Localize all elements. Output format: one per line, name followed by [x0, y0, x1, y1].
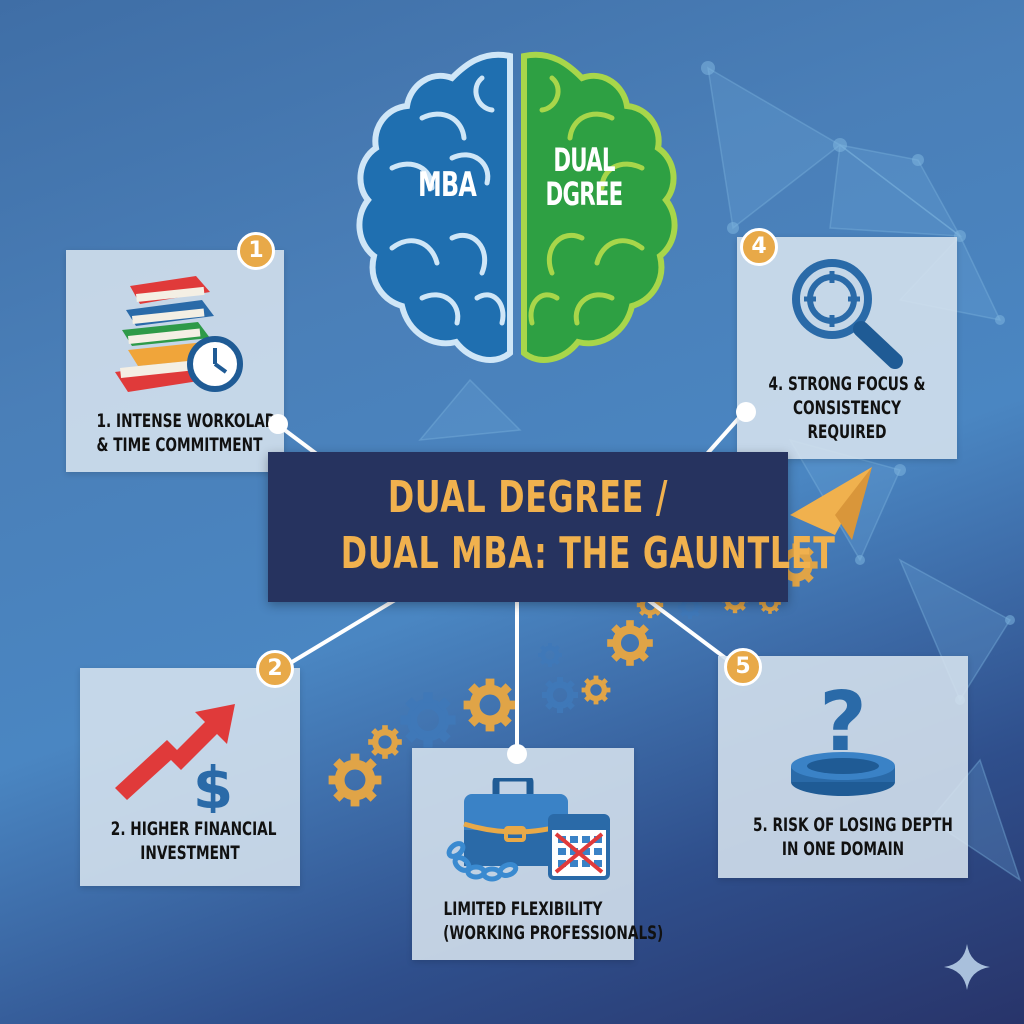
card-depth-risk: ? 5. RISK OF LOSING DEPTH IN ONE DOMAIN — [718, 656, 968, 878]
title-banner: DUAL DEGREE / DUAL MBA: THE GAUNTLET — [268, 452, 836, 602]
card-financial: $ 2. HIGHER FINANCIAL INVESTMENT — [80, 668, 300, 886]
badge-4: 4 — [740, 228, 778, 266]
card-label: 1. INTENSE WORKOLAD & TIME COMMITMENT — [96, 410, 277, 456]
title-line-1: DUAL DEGREE / — [387, 472, 669, 523]
chained-briefcase-calendar-icon — [440, 778, 610, 886]
right-hemisphere — [521, 51, 678, 363]
badge-5: 5 — [724, 648, 762, 686]
magnifier-target-icon — [787, 257, 907, 372]
badge-2: 2 — [256, 650, 294, 688]
connector-dot — [507, 744, 527, 764]
card-workload: 1. INTENSE WORKOLAD & TIME COMMITMENT — [66, 250, 284, 472]
rising-cost-dollar-icon: $ — [115, 688, 255, 813]
books-clock-icon — [110, 272, 245, 397]
brain-illustration: MBA DUAL DGREE — [352, 48, 682, 373]
question-pit-icon: ? — [773, 678, 913, 798]
badge-1: 1 — [237, 232, 275, 270]
card-label: LIMITED FLEXIBILITY (WORKING PROFESSIONA… — [443, 898, 664, 944]
left-hemisphere — [356, 51, 513, 363]
sparkle-icon — [942, 942, 992, 992]
brain-label-dual-degree: DUAL DGREE — [545, 141, 623, 213]
card-label: 5. RISK OF LOSING DEPTH IN ONE DOMAIN — [753, 814, 953, 860]
card-label: 4. STRONG FOCUS & CONSISTENCY REQUIRED — [768, 373, 926, 443]
svg-text:$: $ — [193, 754, 233, 813]
title-line-2: DUAL MBA: THE GAUNTLET — [340, 528, 836, 579]
card-label: 2. HIGHER FINANCIAL INVESTMENT — [110, 818, 277, 864]
connector-dot — [736, 402, 756, 422]
brain-label-mba: MBA — [417, 165, 477, 205]
connector-dot — [268, 414, 288, 434]
card-focus: 4. STRONG FOCUS & CONSISTENCY REQUIRED — [737, 237, 957, 459]
card-flexibility: LIMITED FLEXIBILITY (WORKING PROFESSIONA… — [412, 748, 664, 960]
